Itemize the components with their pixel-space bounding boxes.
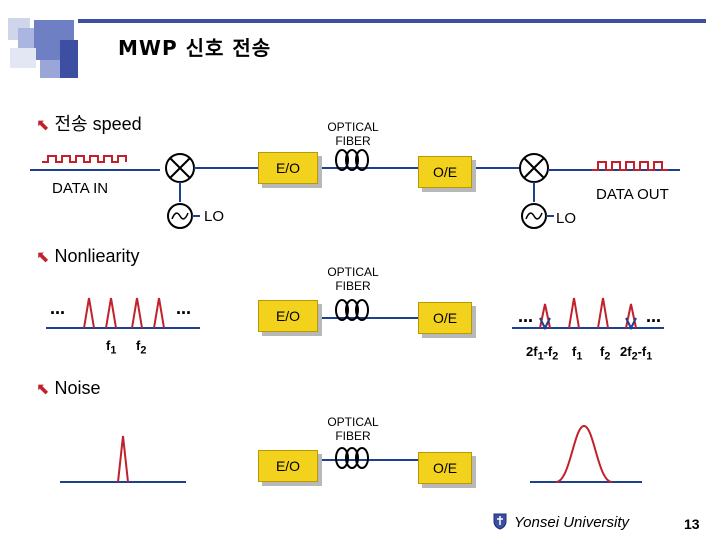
lbl-a: 2f [526, 344, 538, 359]
fiber-label-line2: FIBER [335, 429, 371, 443]
out-label-2f2-f1: 2f2-f1 [620, 344, 652, 363]
section-noise: ⬉ Noise [36, 378, 101, 399]
university-shield-icon [493, 513, 507, 530]
f2-sub: 2 [140, 344, 147, 357]
lbl-d: 2f [620, 344, 632, 359]
fiber-label-line1: OPTICAL [327, 265, 379, 279]
dots-right-2: … [646, 308, 661, 326]
dots-right-1: … [518, 308, 533, 326]
section-speed-label: 전송 speed [54, 114, 142, 134]
lo-right-label: LO [556, 210, 577, 227]
lbl-b: f [572, 344, 577, 359]
data-in-label: DATA IN [52, 180, 109, 197]
fiber-label-line2: FIBER [335, 279, 371, 293]
page-title: MWP 신호 전송 [118, 36, 272, 60]
oe-box-1: O/E [418, 156, 472, 188]
oe-box-2: O/E [418, 302, 472, 334]
header-decoration [8, 18, 706, 78]
bullet-icon: ⬉ [36, 247, 50, 266]
lo-left-label: LO [204, 208, 225, 225]
data-out-label: DATA OUT [596, 186, 669, 203]
page-number: 13 [684, 516, 700, 532]
f2-text: f [136, 338, 141, 353]
optical-fiber-label-2: OPTICAL FIBER [318, 265, 388, 293]
lbl-c-sub: 2 [604, 350, 611, 363]
section-nonlinearity: ⬉ Nonliearity [36, 246, 140, 267]
eo-box-1: E/O [258, 152, 318, 184]
dots-left-1: … [50, 300, 65, 318]
optical-fiber-label-1: OPTICAL FIBER [318, 120, 388, 148]
lbl-a-sub2: 2 [552, 350, 559, 363]
bullet-icon: ⬉ [36, 379, 50, 398]
bullet-icon: ⬉ [36, 115, 50, 134]
lbl-a-mid: -f [543, 344, 553, 359]
eo-box-3: E/O [258, 450, 318, 482]
out-label-f1: f1 [572, 344, 582, 363]
lbl-d-sub1: 2 [631, 350, 638, 363]
fiber-label-line2: FIBER [335, 134, 371, 148]
optical-fiber-label-3: OPTICAL FIBER [318, 415, 388, 443]
f1-sub: 1 [110, 344, 117, 357]
f1-label: f1 [106, 338, 116, 357]
section-speed: ⬉ 전송 speed [36, 110, 142, 136]
section-noise-label: Noise [54, 378, 101, 398]
lbl-c: f [600, 344, 605, 359]
university-name: Yonsei University [514, 514, 630, 531]
oe-box-3: O/E [418, 452, 472, 484]
row1-diagram [30, 149, 680, 229]
fiber-label-line1: OPTICAL [327, 415, 379, 429]
out-label-2f1-f2: 2f1-f2 [526, 344, 558, 363]
row3-diagram [60, 424, 642, 483]
eo-box-2: E/O [258, 300, 318, 332]
dots-left-2: … [176, 300, 191, 318]
fiber-label-line1: OPTICAL [327, 120, 379, 134]
f2-label: f2 [136, 338, 146, 357]
section-nonlinearity-label: Nonliearity [54, 246, 140, 266]
lbl-b-sub: 1 [576, 350, 583, 363]
out-label-f2: f2 [600, 344, 610, 363]
lbl-d-mid: -f [637, 344, 647, 359]
lbl-d-sub2: 1 [646, 350, 653, 363]
f1-text: f [106, 338, 111, 353]
lbl-a-sub1: 1 [537, 350, 544, 363]
